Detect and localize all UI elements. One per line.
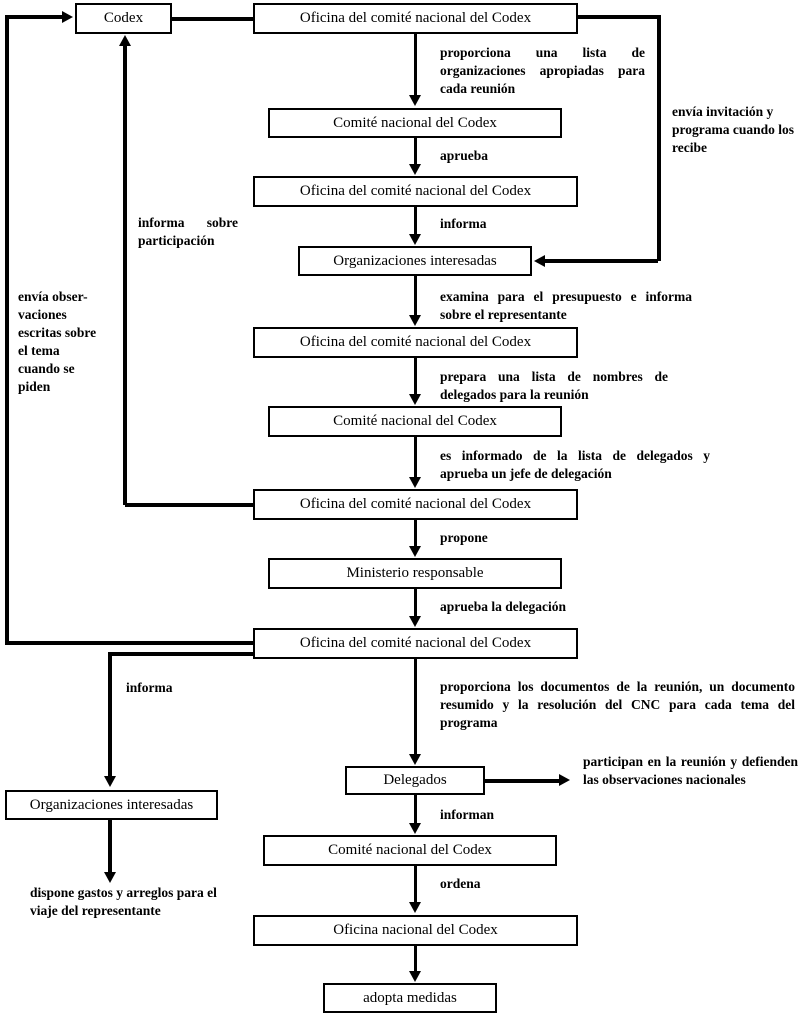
label-prepara-lista: prepara una lista de nombres de delegado… bbox=[440, 369, 668, 402]
arrowhead-down-oficina5 bbox=[409, 616, 421, 627]
label-participan: participan en la reunión y defienden las… bbox=[583, 754, 798, 787]
label-ordena: ordena bbox=[440, 876, 481, 891]
edge-far-left-vertical-up bbox=[5, 15, 9, 643]
edge-oficina1-right-segment bbox=[578, 15, 660, 19]
edge-oficina-nacional-adopta bbox=[414, 946, 417, 973]
arrowhead-down-dispone bbox=[104, 872, 116, 883]
edge-delegados-comite3 bbox=[414, 795, 417, 824]
edge-oficina2-organizaciones1 bbox=[414, 207, 417, 236]
edge-oficina4-ministerio bbox=[414, 520, 417, 548]
edge-right-into-organizaciones1 bbox=[545, 259, 658, 263]
label-envia-observaciones: envía obser- vaciones escritas sobre el … bbox=[18, 289, 97, 394]
label-informa-sobre-participacion: informa sobre participación bbox=[138, 215, 238, 248]
edge-oficina5-far-left-segment bbox=[5, 641, 255, 645]
node-comite-1[interactable]: Comité nacional del Codex bbox=[268, 108, 562, 138]
edge-ministerio-oficina5 bbox=[414, 589, 417, 617]
label-aprueba-delegacion: aprueba la delegación bbox=[440, 599, 567, 614]
node-oficina-1[interactable]: Oficina del comité nacional del Codex bbox=[253, 3, 578, 34]
node-organizaciones-1[interactable]: Organizaciones interesadas bbox=[298, 246, 532, 276]
label-informa: informa bbox=[440, 216, 487, 231]
edge-oficina5-to-branch-left bbox=[108, 652, 255, 656]
edge-oficina3-comite2 bbox=[414, 358, 417, 396]
node-codex[interactable]: Codex bbox=[75, 3, 172, 34]
edge-right-vertical-down bbox=[657, 15, 661, 261]
label-informan: informan bbox=[440, 807, 494, 822]
node-delegados[interactable]: Delegados bbox=[345, 766, 485, 795]
node-oficina-2[interactable]: Oficina del comité nacional del Codex bbox=[253, 176, 578, 207]
edge-oficina1-comite1 bbox=[414, 34, 417, 97]
arrowhead-down-organizaciones1 bbox=[409, 234, 421, 245]
node-comite-2[interactable]: Comité nacional del Codex bbox=[268, 406, 562, 437]
arrowhead-down-oficina4 bbox=[409, 477, 421, 488]
node-oficina-4[interactable]: Oficina del comité nacional del Codex bbox=[253, 489, 578, 520]
edge-comite2-oficina4 bbox=[414, 437, 417, 479]
label-proporciona-lista: proporciona una lista de organizaciones … bbox=[440, 45, 645, 96]
label-examina-presupuesto: examina para el presupuesto e informa so… bbox=[440, 289, 692, 322]
node-adopta-medidas[interactable]: adopta medidas bbox=[323, 983, 497, 1013]
edge-oficina5-delegados bbox=[414, 659, 417, 756]
arrowhead-left-organizaciones1 bbox=[534, 255, 545, 267]
arrowhead-down-comite2 bbox=[409, 394, 421, 405]
edge-organizaciones1-oficina3 bbox=[414, 276, 417, 317]
arrowhead-down-oficina2 bbox=[409, 164, 421, 175]
edge-organizaciones2-dispone bbox=[108, 820, 112, 874]
label-dispone-gastos: dispone gastos y arreglos para el viaje … bbox=[30, 885, 217, 918]
arrowhead-right-participan bbox=[559, 774, 570, 786]
arrowhead-up-codex bbox=[119, 35, 131, 46]
arrowhead-down-comite3 bbox=[409, 823, 421, 834]
arrowhead-down-delegados bbox=[409, 754, 421, 765]
arrowhead-down-ministerio bbox=[409, 546, 421, 557]
node-comite-3[interactable]: Comité nacional del Codex bbox=[263, 835, 557, 866]
edge-comite3-oficina-nacional bbox=[414, 866, 417, 904]
edge-delegados-right bbox=[485, 779, 560, 783]
node-oficina-3[interactable]: Oficina del comité nacional del Codex bbox=[253, 327, 578, 358]
edge-far-left-into-codex bbox=[5, 15, 63, 19]
label-aprueba: aprueba bbox=[440, 148, 489, 163]
label-propone: propone bbox=[440, 530, 488, 545]
label-es-informado: es informado de la lista de delegados y … bbox=[440, 448, 710, 481]
edge-comite1-oficina2 bbox=[414, 138, 417, 165]
node-organizaciones-2[interactable]: Organizaciones interesadas bbox=[5, 790, 218, 820]
edge-oficina4-left-segment bbox=[125, 503, 255, 507]
arrowhead-down-adopta bbox=[409, 971, 421, 982]
arrowhead-down-oficina-nacional bbox=[409, 902, 421, 913]
arrowhead-down-comite1 bbox=[409, 95, 421, 106]
arrowhead-down-organizaciones2 bbox=[104, 776, 116, 787]
arrowhead-right-codex bbox=[62, 11, 73, 23]
edge-codex-oficina1 bbox=[172, 17, 254, 21]
arrowhead-down-oficina3 bbox=[409, 315, 421, 326]
label-informa-2: informa bbox=[126, 680, 173, 695]
node-ministerio[interactable]: Ministerio responsable bbox=[268, 558, 562, 589]
node-oficina-5[interactable]: Oficina del comité nacional del Codex bbox=[253, 628, 578, 659]
node-oficina-nacional[interactable]: Oficina nacional del Codex bbox=[253, 915, 578, 946]
label-proporciona-documentos: proporciona los documentos de la reunión… bbox=[440, 679, 795, 730]
edge-branch-down-organizaciones2 bbox=[108, 652, 112, 778]
edge-left-vertical-up-codex bbox=[123, 46, 127, 505]
label-envia-invitacion: envía invitación y programa cuando los r… bbox=[672, 104, 795, 155]
